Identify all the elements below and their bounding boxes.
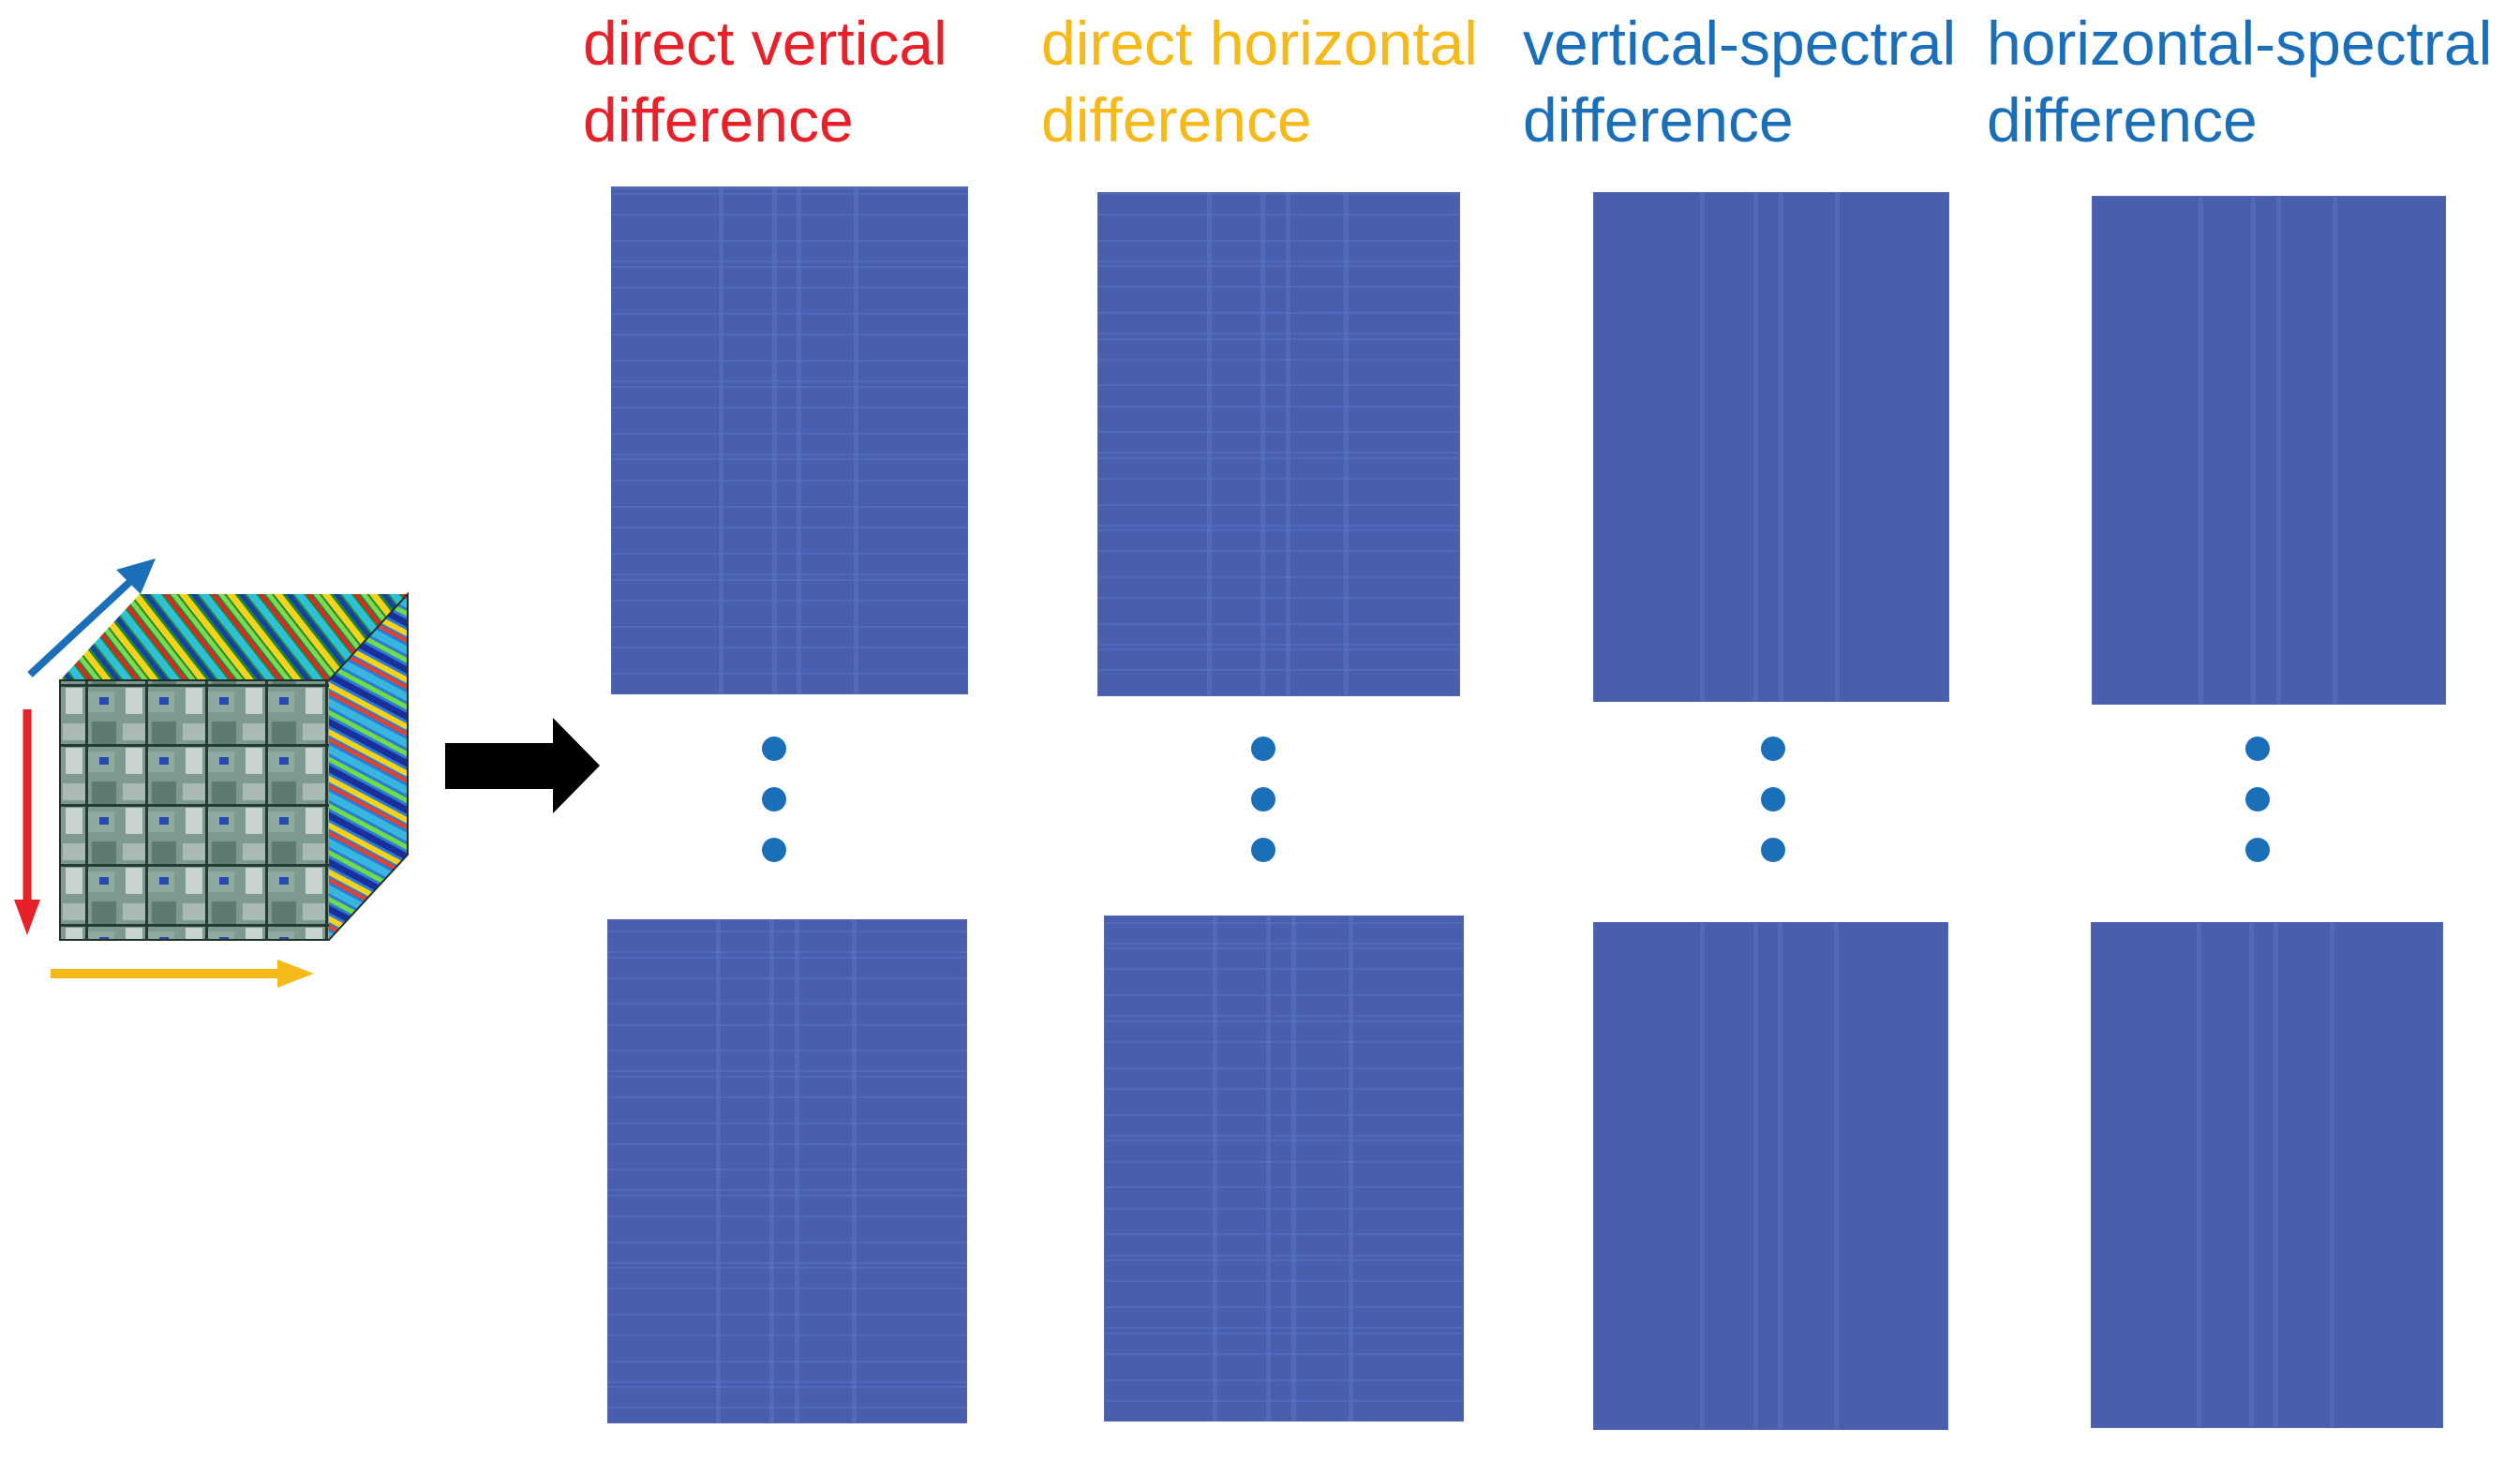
- heading-horizontal-spectral: horizontal-spectral difference: [1987, 5, 2492, 158]
- horizontal-axis-arrow-icon: [51, 960, 314, 988]
- direct-vertical-difference-map-top: [611, 186, 968, 694]
- direct-vertical-difference-map-bottom: [607, 919, 967, 1423]
- direct-horizontal-difference-map-bottom: [1104, 916, 1464, 1422]
- direct-horizontal-difference-map-top: [1097, 192, 1460, 696]
- horizontal-spectral-difference-map-bottom: [2091, 922, 2443, 1428]
- right-arrow-icon: [445, 718, 600, 813]
- spectral-axis-arrow-icon: [25, 558, 156, 680]
- heading-line-1: direct vertical: [583, 8, 947, 78]
- horizontal-spectral-difference-map-top: [2092, 196, 2446, 705]
- heading-direct-horizontal: direct horizontal difference: [1041, 5, 1478, 158]
- vertical-spectral-difference-map-bottom: [1593, 922, 1948, 1430]
- heading-line-2: difference: [583, 85, 854, 155]
- heading-line-2: difference: [1041, 85, 1312, 155]
- heading-line-2: difference: [1523, 85, 1794, 155]
- vertical-axis-arrow-icon: [14, 709, 40, 935]
- heading-line-1: vertical-spectral: [1523, 8, 1957, 78]
- heading-direct-vertical: direct vertical difference: [583, 5, 947, 158]
- heading-line-2: difference: [1987, 85, 2258, 155]
- heading-vertical-spectral: vertical-spectral difference: [1523, 5, 1956, 158]
- hyperspectral-cube-icon: [59, 591, 409, 941]
- heading-line-1: direct horizontal: [1041, 8, 1478, 78]
- vertical-spectral-difference-map-top: [1593, 192, 1949, 702]
- heading-line-1: horizontal-spectral: [1987, 8, 2493, 78]
